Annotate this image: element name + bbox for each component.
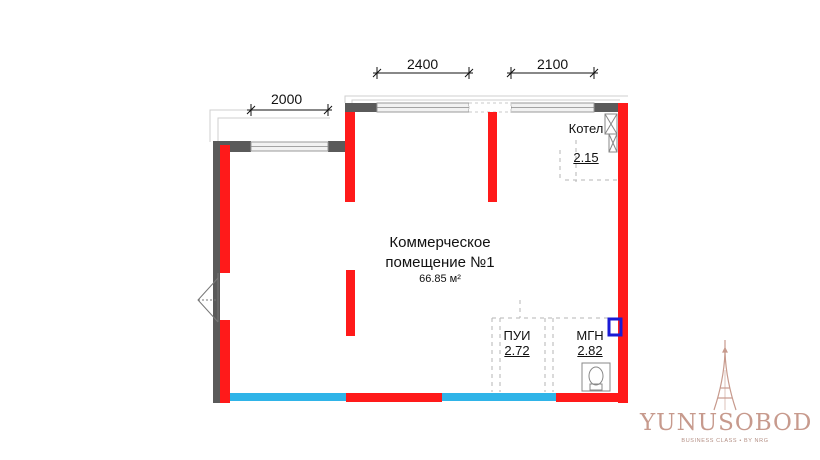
room-mgn-area: 2.82: [577, 343, 603, 358]
room-boiler: Котел 2.15: [562, 121, 610, 165]
dimension-lines: [246, 67, 599, 116]
room-pui-name: ПУИ: [503, 328, 531, 343]
brand-name: YUNUSOBOD: [640, 410, 813, 436]
tower-icon: [713, 340, 737, 411]
brand-tagline: BUSINESS CLASS • BY NRG: [681, 438, 769, 444]
dimension-left-window: 2000: [271, 91, 303, 107]
red-walls: [220, 103, 628, 403]
room-boiler-name: Котел: [568, 121, 604, 136]
brand-logo: YUNUSOBOD BUSINESS CLASS • BY NRG: [640, 340, 813, 444]
glass-walls: [230, 393, 556, 401]
dimension-middle-window: 2400: [407, 56, 439, 72]
room-boiler-area: 2.15: [573, 150, 599, 165]
window-glass-lines: [251, 107, 594, 147]
main-room-area: 66.85 м²: [419, 273, 461, 285]
room-pui-area: 2.72: [504, 343, 530, 358]
room-mgn: МГН 2.82: [570, 328, 610, 358]
room-pui: ПУИ 2.72: [497, 328, 537, 358]
toilet-symbol: [581, 362, 611, 392]
utility-marker: [607, 317, 623, 337]
entrance-door: [197, 273, 219, 323]
boiler-symbol: [604, 113, 618, 153]
dashed-partitions: [491, 140, 618, 392]
gray-walls: [213, 103, 628, 403]
dimension-right-window: 2100: [537, 56, 569, 72]
room-mgn-name: МГН: [576, 328, 604, 343]
main-room-title: Коммерческое помещение №1: [385, 234, 495, 271]
